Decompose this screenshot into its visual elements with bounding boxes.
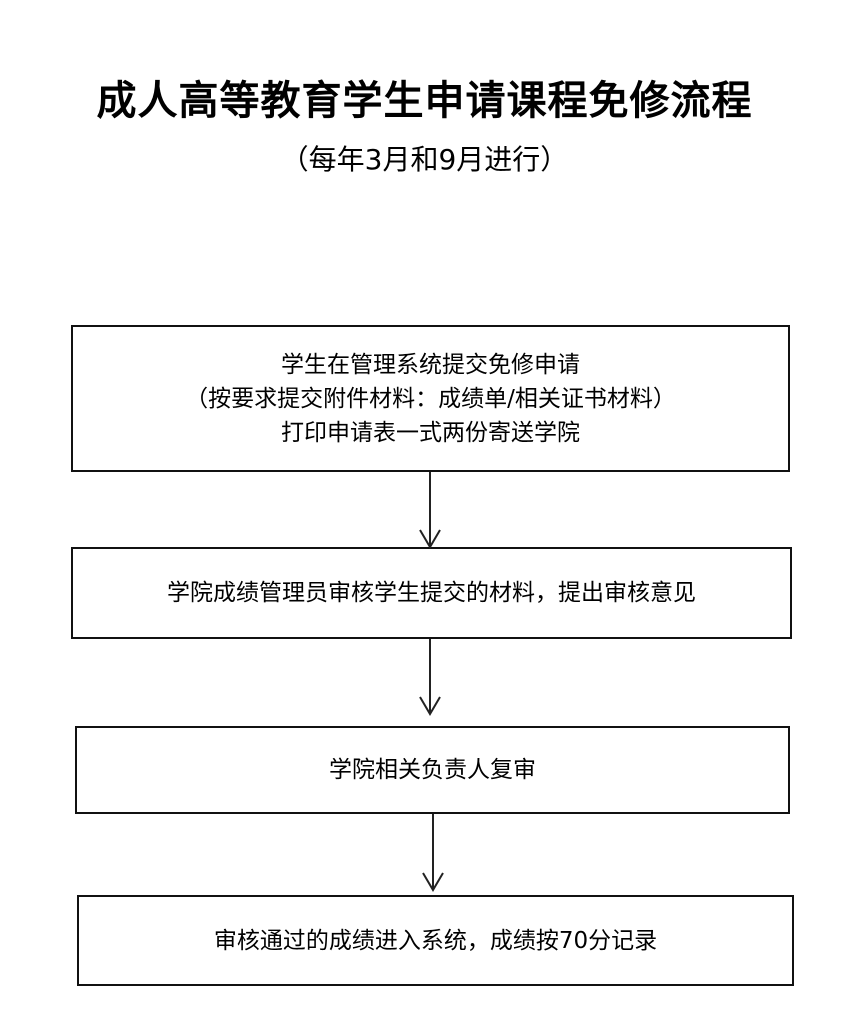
step-3-line-1: 学院相关负责人复审 (329, 757, 536, 783)
arrow-1-icon (419, 472, 441, 549)
arrow-3-icon (422, 814, 444, 892)
step-3-box: 学院相关负责人复审 (75, 726, 790, 814)
step-2-line-1: 学院成绩管理员审核学生提交的材料，提出审核意见 (167, 580, 696, 606)
step-1-line-3: 打印申请表一式两份寄送学院 (281, 419, 580, 446)
step-2-box: 学院成绩管理员审核学生提交的材料，提出审核意见 (71, 547, 792, 639)
arrow-2-icon (419, 639, 441, 716)
step-1-line-1: 学生在管理系统提交免修申请 (281, 351, 580, 378)
page-subtitle: （每年3月和9月进行） (280, 143, 569, 176)
step-1-box: 学生在管理系统提交免修申请 （按要求提交附件材料：成绩单/相关证书材料） 打印申… (71, 325, 790, 472)
step-4-line-1: 审核通过的成绩进入系统，成绩按70分记录 (213, 927, 658, 954)
page-title: 成人高等教育学生申请课程免修流程 (96, 78, 753, 124)
step-1-line-2: （按要求提交附件材料：成绩单/相关证书材料） (185, 385, 676, 412)
step-4-box: 审核通过的成绩进入系统，成绩按70分记录 (77, 895, 794, 986)
